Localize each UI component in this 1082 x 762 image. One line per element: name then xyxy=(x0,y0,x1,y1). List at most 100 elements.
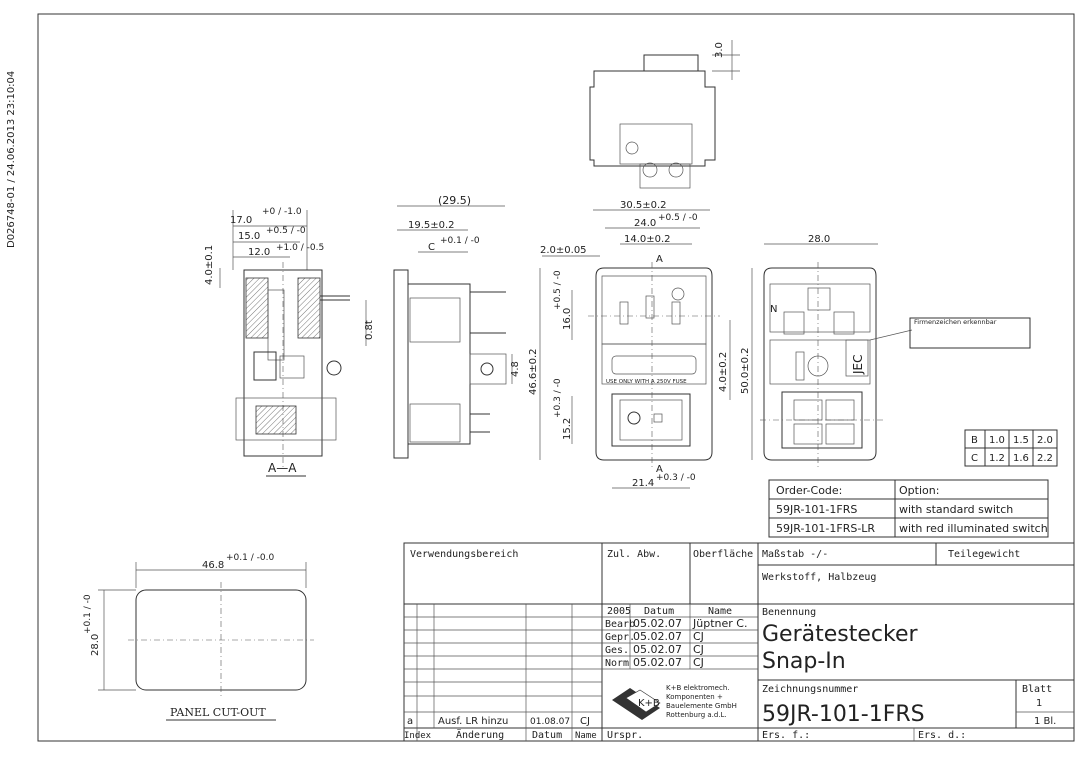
sheet-frame xyxy=(37,13,1075,742)
bc-cell: 1.2 xyxy=(989,453,1005,464)
dim-15-2: 15.2 xyxy=(562,418,573,440)
rear-view: 28.0 N JEC Firmenzeichen erkennbar xyxy=(760,234,1031,470)
logo-text: K+B xyxy=(638,698,660,709)
company-line: K+B elektromech. xyxy=(666,684,729,692)
tb-blatt: Blatt xyxy=(1022,684,1052,695)
tb-ers-f: Ers. f.: xyxy=(762,730,810,741)
tb-row-role: Norm xyxy=(605,658,629,669)
tb-oberflaeche: Oberfläche xyxy=(693,549,753,560)
order-code: 59JR-101-1FRS xyxy=(776,503,857,516)
dim-16-tol: +0.5 / -0 xyxy=(553,270,563,310)
tb-aenderung: Änderung xyxy=(456,728,504,741)
dim-30-5: 30.5±0.2 xyxy=(620,200,667,211)
fuse-label: USE ONLY WITH A 250V FUSE xyxy=(606,379,687,385)
jec-label: JEC xyxy=(851,355,865,376)
tb-blatt-total: 1 Bl. xyxy=(1034,716,1056,727)
bc-cell: 1.5 xyxy=(1013,435,1029,446)
tb-blatt-num: 1 xyxy=(1036,698,1042,709)
order-table: Order-Code: Option: 59JR-101-1FRS with s… xyxy=(768,479,1049,538)
tb-row-date: 05.02.07 xyxy=(633,656,682,669)
tb-teilegewicht: Teilegewicht xyxy=(948,549,1020,560)
dim-21-4-tol: +0.3 / -0 xyxy=(656,473,696,483)
tb-ers-d: Ers. d.: xyxy=(918,730,966,741)
tb-row-name: CJ xyxy=(693,630,704,643)
tb-row-date: 05.02.07 xyxy=(633,643,682,656)
dim-24: 24.0 xyxy=(634,218,656,229)
tb-row-role: Bearb xyxy=(605,619,635,630)
tb-index: Index xyxy=(404,731,432,741)
cutout-width: 46.8 xyxy=(202,560,224,571)
title-block: Verwendungsbereich Zul. Abw. Oberfläche … xyxy=(403,542,1075,742)
dim-4-0-b: 4.0±0.2 xyxy=(718,352,729,392)
tb-row-date: 05.02.07 xyxy=(633,630,682,643)
cutout-height-tol: +0.1 / -0 xyxy=(83,594,93,634)
dim-15-2-tol: +0.3 / -0 xyxy=(553,378,563,418)
bc-cell: 1.0 xyxy=(989,435,1005,446)
order-header-option: Option: xyxy=(899,484,939,497)
tb-title-line1: Gerätestecker xyxy=(762,622,918,647)
top-view: 3.0 xyxy=(589,40,740,189)
manufacturer-mark-box xyxy=(909,317,1031,349)
tb-row-name: CJ xyxy=(693,656,704,669)
tb-datum-head: Datum xyxy=(644,606,674,617)
dim-0-8t: 0.8t xyxy=(364,320,375,340)
order-option: with red illuminated switch xyxy=(899,522,1048,535)
bc-cell: B xyxy=(971,435,978,446)
tb-name2: Name xyxy=(575,731,597,741)
dim-17: 17.0 xyxy=(230,215,252,226)
tb-name-head: Name xyxy=(708,606,732,617)
company-line: Rottenburg a.d.L. xyxy=(666,711,727,719)
tb-row-role: Ges. xyxy=(605,645,629,656)
dim-15: 15.0 xyxy=(238,231,260,242)
front-view: 30.5±0.2 24.0 +0.5 / -0 14.0±0.2 2.0±0.0… xyxy=(540,200,753,489)
order-header-code: Order-Code: xyxy=(776,484,842,497)
tb-zeichnungsnummer: Zeichnungsnummer xyxy=(762,684,858,695)
tb-row-date: 05.02.07 xyxy=(633,617,682,630)
section-mark-top: A xyxy=(656,254,663,265)
order-code: 59JR-101-1FRS-LR xyxy=(776,522,875,535)
company-line: Komponenten + xyxy=(666,693,723,701)
section-mark-bottom: A xyxy=(656,464,663,475)
dim-12: 12.0 xyxy=(248,247,270,258)
dim-4-0: 4.0±0.1 xyxy=(204,245,215,285)
dim-28: 28.0 xyxy=(808,234,830,245)
dim-top-height: 3.0 xyxy=(714,42,725,58)
tb-rev-name: CJ xyxy=(580,716,590,727)
tb-datum2: Datum xyxy=(532,730,562,741)
dim-2-0: 2.0±0.05 xyxy=(540,245,587,256)
tb-title-line2: Snap-In xyxy=(762,649,846,674)
tb-werkstoff: Werkstoff, Halbzeug xyxy=(762,572,876,583)
bc-cell: C xyxy=(971,453,978,464)
tb-rev-date: 01.08.07 xyxy=(530,717,570,727)
bc-cell: 2.2 xyxy=(1037,453,1053,464)
dim-14: 14.0±0.2 xyxy=(624,234,671,245)
tb-year: 2005 xyxy=(607,606,631,617)
side-stamp: D026748-01 / 24.06.2013 23:10:04 xyxy=(6,71,17,248)
dim-17-tol: +0 / -1.0 xyxy=(262,207,302,217)
dim-21-4: 21.4 xyxy=(632,478,654,489)
dim-50: 50.0±0.2 xyxy=(740,347,751,394)
dim-29-5: (29.5) xyxy=(438,194,471,207)
bc-cell: 1.6 xyxy=(1013,453,1029,464)
dim-19-5: 19.5±0.2 xyxy=(408,220,455,231)
dim-16: 16.0 xyxy=(562,308,573,330)
tb-verwendungsbereich: Verwendungsbereich xyxy=(410,549,518,560)
kb-logo: K+B xyxy=(612,688,661,720)
tb-benennung: Benennung xyxy=(762,607,816,618)
dim-c: C xyxy=(428,242,435,253)
dim-24-tol: +0.5 / -0 xyxy=(658,213,698,223)
tb-row-name: Jüptner C. xyxy=(692,617,747,630)
tb-zul-abw: Zul. Abw. xyxy=(607,549,661,560)
order-option: with standard switch xyxy=(899,503,1013,516)
tb-row-role: Gepr. xyxy=(605,632,635,643)
company-line: Bauelemente GmbH xyxy=(666,702,737,710)
cutout-width-tol: +0.1 / -0.0 xyxy=(226,553,274,563)
panel-label: PANEL CUT-OUT xyxy=(170,706,266,719)
dim-4-8: 4.8 xyxy=(510,361,521,377)
dim-15-tol: +0.5 / -0 xyxy=(266,226,306,236)
tb-massstab: Maßstab -/- xyxy=(762,549,828,560)
dim-c-tol: +0.1 / -0 xyxy=(440,236,480,246)
bc-cell: 2.0 xyxy=(1037,435,1053,446)
tb-rev-index: a xyxy=(407,716,413,727)
